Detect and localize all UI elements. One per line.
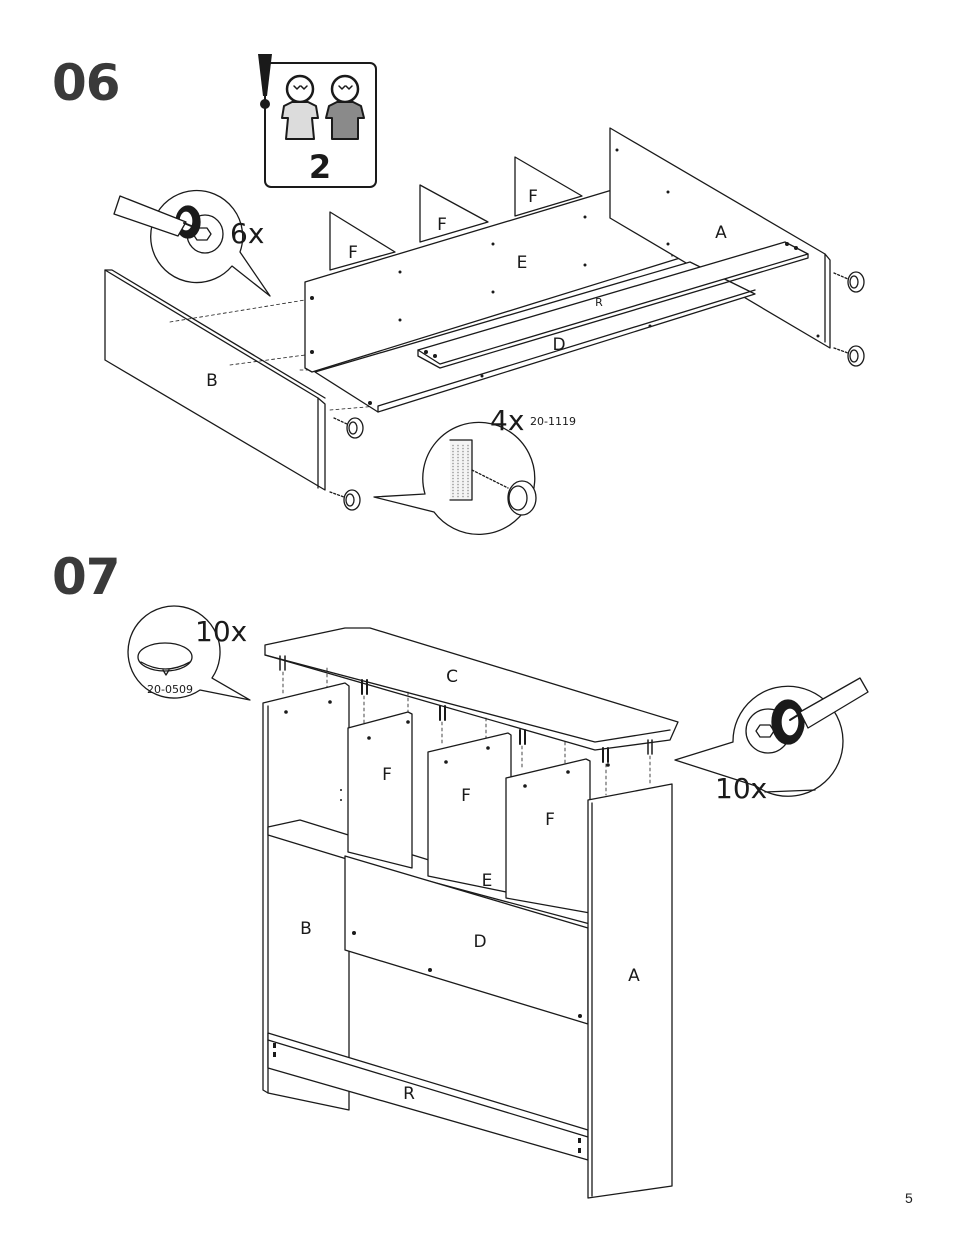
cap-part-code: 20-0509 <box>147 683 193 696</box>
label-F-07-2: F <box>461 786 471 806</box>
screw-count-07: 10x <box>715 772 767 805</box>
label-B-06: B <box>206 371 218 391</box>
panel-A-06 <box>609 127 831 349</box>
people-count: 2 <box>309 148 331 186</box>
dowels-07 <box>279 655 653 763</box>
holes-07 <box>273 700 610 1153</box>
label-D-07: D <box>473 932 486 952</box>
label-F-06-2: F <box>437 215 447 235</box>
feet-part-code: 20-1119 <box>530 415 576 428</box>
rail-R-06 <box>417 241 809 369</box>
alignment-lines-07 <box>282 667 651 796</box>
cap-count: 10x <box>195 615 247 648</box>
cover-cap-icon <box>137 642 193 676</box>
panel-C-07 <box>264 627 679 751</box>
screw-callout-06: 6x <box>113 189 271 297</box>
page-number: 5 <box>905 1190 913 1206</box>
label-A-06: A <box>715 223 727 243</box>
feet-count: 4x <box>490 404 524 437</box>
feet-06 <box>329 271 865 511</box>
label-F-07-3: F <box>545 810 555 830</box>
furniture-foot-icon <box>449 439 537 516</box>
two-persons-icon <box>281 74 365 140</box>
holes-06 <box>310 148 820 405</box>
label-R-07: R <box>403 1084 415 1104</box>
screw-count-06: 6x <box>230 217 264 250</box>
label-F-06-3: F <box>528 187 538 207</box>
label-B-07: B <box>300 919 312 939</box>
label-C-07: C <box>446 667 458 687</box>
dividers-F-07 <box>347 711 591 914</box>
label-D-06: D <box>552 335 565 355</box>
panel-A-07 <box>587 783 673 1199</box>
panel-B-07 <box>262 682 350 1111</box>
step-07-number: 07 <box>52 548 121 606</box>
screw-callout-07: 10x <box>674 677 869 805</box>
foot-4 <box>833 345 865 367</box>
label-F-07-1: F <box>382 765 392 785</box>
screwdriver-icon <box>113 195 197 237</box>
dividers-F-06 <box>329 156 583 271</box>
label-A-07: A <box>628 966 640 986</box>
foot-3 <box>833 271 865 293</box>
label-F-06-1: F <box>348 243 358 263</box>
cam-lock-icon <box>745 699 805 754</box>
foot-2 <box>329 489 361 511</box>
panel-B-06 <box>104 269 326 491</box>
two-person-warning-box: 2 <box>258 54 377 188</box>
feet-callout-06: 4x 20-1119 <box>373 404 576 535</box>
cap-callout-07: 10x 20-0509 <box>127 605 251 701</box>
label-R-06: R <box>595 296 603 309</box>
foot-1 <box>333 417 364 439</box>
label-E-07: E <box>482 871 493 891</box>
warning-icon <box>258 54 272 109</box>
step-06-number: 06 <box>52 54 121 112</box>
label-E-06: E <box>517 253 528 273</box>
screwdriver-icon <box>789 677 869 729</box>
